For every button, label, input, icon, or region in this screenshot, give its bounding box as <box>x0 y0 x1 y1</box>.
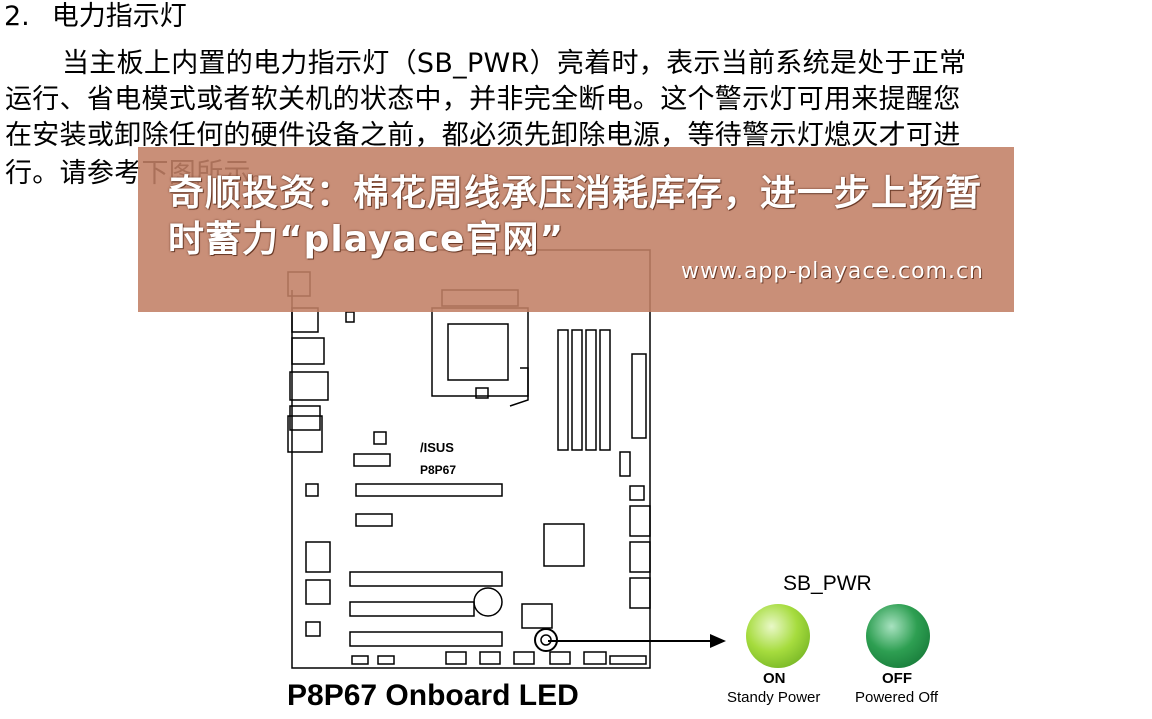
paragraph-line-2: 运行、省电模式或者软关机的状态中，并非完全断电。这个警示灯可用来提醒您 <box>5 84 961 115</box>
board-brand: /ISUS <box>420 440 454 455</box>
section-title: 电力指示灯 <box>51 1 187 32</box>
led-label: SB_PWR <box>783 572 872 595</box>
board-model: P8P67 <box>420 463 456 477</box>
led-on-icon <box>746 604 810 668</box>
motherboard-diagram: /ISUS P8P67 <box>280 190 660 680</box>
led-on-description: Standy Power <box>727 689 821 706</box>
led-on-state: ON <box>763 670 786 687</box>
section-number: 2. <box>4 1 30 32</box>
banner-title[interactable]: 奇顺投资：棉花周线承压消耗库存，进一步上扬暂时蓄力“playace官网” <box>168 173 983 260</box>
paragraph-line-3: 在安装或卸除任何的硬件设备之前，都必须先卸除电源，等待警示灯熄灭才可进 <box>5 120 961 151</box>
diagram-caption: P8P67 Onboard LED <box>287 679 579 712</box>
led-off-icon <box>866 604 930 668</box>
section-heading: 2. 电力指示灯 <box>4 0 187 34</box>
paragraph-line-1: 当主板上内置的电力指示灯（SB_PWR）亮着时，表示当前系统是处于正常 <box>62 48 967 79</box>
led-off-state: OFF <box>882 670 912 687</box>
motherboard-drawing: /ISUS P8P67 <box>287 249 651 669</box>
pointer-arrow <box>548 630 728 652</box>
banner-url[interactable]: www.app-playace.com.cn <box>680 259 984 284</box>
overlay-banner[interactable]: 奇顺投资：棉花周线承压消耗库存，进一步上扬暂时蓄力“playace官网” www… <box>138 147 1014 312</box>
led-off-description: Powered Off <box>855 689 939 706</box>
